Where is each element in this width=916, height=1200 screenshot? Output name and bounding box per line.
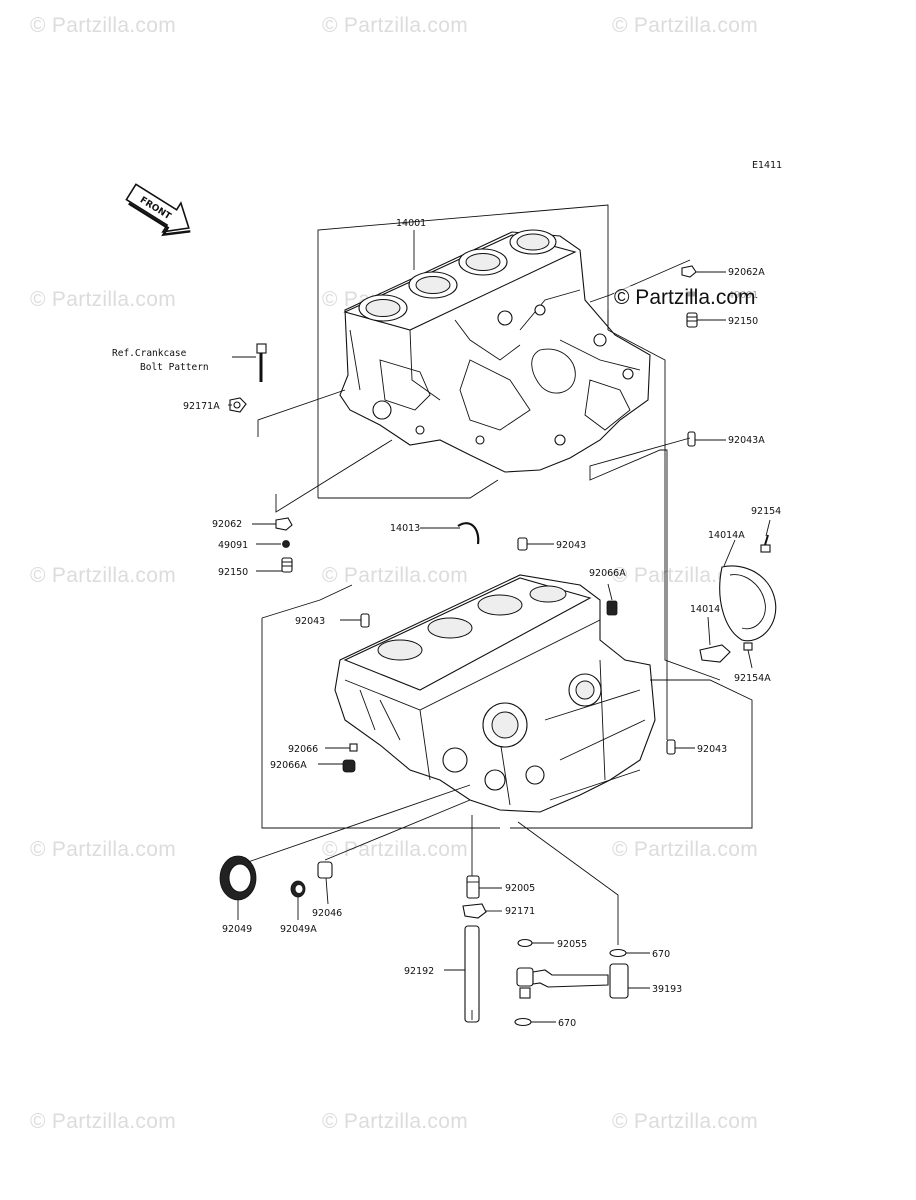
watermark: © Partzilla.com [612,14,759,37]
part-92049a [290,880,306,898]
part-92171 [462,903,487,919]
callout-39193: 39193 [652,984,682,995]
part-92043a [687,431,696,447]
reference-note-line-2: Bolt Pattern [140,362,209,373]
callout-92066a-top: 92066A [589,568,626,579]
callout-14014a: 14014A [708,530,745,541]
callout-92049: 92049 [222,924,252,935]
watermark: © Partzilla.com [322,564,469,587]
part-92066a-top [606,600,618,616]
part-92046 [317,861,333,879]
callout-92192: 92192 [404,966,434,977]
watermark: © Partzilla.com [322,838,469,861]
callout-92154: 92154 [751,506,781,517]
part-bolt-reference [256,343,267,382]
part-670-top [609,948,627,958]
part-92192 [464,925,480,1023]
callout-92171a: 92171A [183,401,220,412]
watermark: © Partzilla.com [612,1110,759,1133]
callout-92171: 92171 [505,906,535,917]
front-arrow-icon: FRONT [125,183,191,237]
callout-670-top: 670 [652,949,670,960]
part-670-bottom [514,1017,532,1027]
watermark: © Partzilla.com [30,1110,177,1133]
part-92150-top [686,312,698,328]
diagram-code: E1411 [752,160,782,171]
part-92150 [281,557,293,573]
upper-crankcase [339,229,651,473]
part-92066a [342,759,356,773]
part-92043-top [517,537,528,551]
part-92154a [743,642,753,651]
watermark: © Partzilla.com [30,14,177,37]
reference-note-line-1: Ref.Crankcase [112,348,187,359]
watermark: © Partzilla.com [30,288,177,311]
watermark: © Partzilla.com [30,838,177,861]
lower-crankcase [334,574,656,813]
part-92049 [219,855,257,901]
part-92154 [760,534,771,553]
callout-92150-top: 92150 [728,316,758,327]
callout-14014: 14014 [690,604,720,615]
part-14013 [457,522,480,545]
callout-14013: 14013 [390,523,420,534]
callout-92005: 92005 [505,883,535,894]
callout-92043-top: 92043 [556,540,586,551]
callout-92150: 92150 [218,567,248,578]
callout-92043-right: 92043 [697,744,727,755]
callout-49091: 49091 [218,540,248,551]
watermark: © Partzilla.com [322,14,469,37]
callout-92049a: 92049A [280,924,317,935]
part-92062a [681,265,697,278]
part-92043-right [666,739,676,755]
part-92005 [466,875,480,899]
watermark: © Partzilla.com [30,564,177,587]
watermark: © Partzilla.com [322,1110,469,1133]
callout-92062: 92062 [212,519,242,530]
part-92043-left [360,613,370,628]
watermark: © Partzilla.com [612,838,759,861]
part-92066 [349,743,358,752]
callout-14001: 14001 [396,218,426,229]
part-92171a [229,397,247,413]
callout-92066: 92066 [288,744,318,755]
callout-92046: 92046 [312,908,342,919]
callout-92066a: 92066A [270,760,307,771]
part-92055 [517,938,533,948]
part-14014a [719,565,777,642]
callout-92154a: 92154A [734,673,771,684]
callout-92043-left: 92043 [295,616,325,627]
callout-92055: 92055 [557,939,587,950]
copyright-credit: © Partzilla.com [614,286,756,310]
part-39193 [516,963,629,999]
part-14014 [699,644,731,663]
part-49091 [282,540,290,548]
callout-670-bottom: 670 [558,1018,576,1029]
leader-lines [228,204,771,1023]
part-92062 [275,517,293,531]
callout-92062a: 92062A [728,267,765,278]
callout-92043a: 92043A [728,435,765,446]
